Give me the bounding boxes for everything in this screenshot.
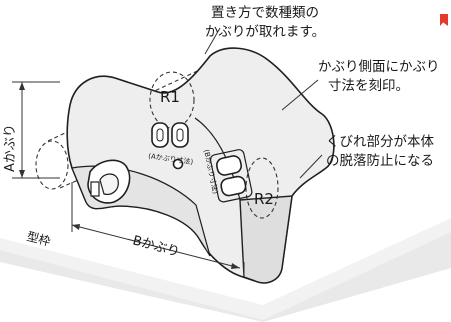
clip-inner: [99, 173, 119, 195]
engrave-b-slot-2: [220, 175, 247, 197]
placement-note-line-2: かぶりが取れます。: [204, 24, 326, 40]
r2-label: R2: [254, 190, 274, 208]
clip-tab: [90, 181, 100, 197]
r1-radius-circle: [149, 71, 195, 129]
a-cover-label: Aかぶり: [3, 124, 18, 172]
formwork-floor: [0, 228, 451, 322]
waist-note: くびれ部分が本体 の脱落防止になる: [326, 133, 450, 171]
a-dim-arrow-bottom: [19, 170, 25, 178]
formwork-floor-top: [0, 218, 451, 320]
engraving-note: かぶり側面にかぶり 寸法を刻印。: [318, 58, 448, 96]
rebar-guide-top: [47, 57, 226, 142]
placement-note: 置き方で数種類の かぶりが取れます。: [190, 4, 340, 42]
engrave-b-group: [209, 149, 253, 203]
engrave-a-slot-2: [171, 122, 189, 148]
placement-note-line-1: 置き方で数種類の: [211, 5, 319, 21]
engrave-a-slot-1-inner: [156, 128, 164, 142]
engrave-a-slot-1: [151, 122, 169, 148]
r1-label: R1: [160, 88, 180, 106]
engraving-note-line-1: かぶり側面にかぶり: [318, 59, 440, 75]
b-dim-arrow-right: [231, 263, 240, 269]
leader-waist: [299, 154, 323, 179]
engrave-a-slot-2-inner: [176, 128, 184, 142]
b-dim-line: [71, 224, 241, 269]
waist-note-line-2: の脱落防止になる: [326, 153, 434, 169]
leader-placement: [204, 27, 221, 55]
accent-mark: [440, 14, 448, 26]
formwork-label: 型枠: [25, 229, 52, 248]
engraving-note-line-2: 寸法を刻印。: [328, 78, 409, 94]
rebar-end-left: [35, 140, 69, 190]
engrave-b-frame: [209, 149, 253, 203]
waist-note-line-1: くびれ部分が本体: [326, 134, 434, 150]
b-cover-label: Bかぶり: [131, 233, 181, 260]
spacer-side-face: [239, 195, 293, 284]
a-dim-arrow-top: [19, 82, 25, 90]
locating-knob: [172, 158, 184, 170]
engrave-b-slot-1: [216, 155, 243, 176]
b-dim-arrow-left: [72, 224, 80, 230]
leader-engraving: [281, 79, 319, 111]
